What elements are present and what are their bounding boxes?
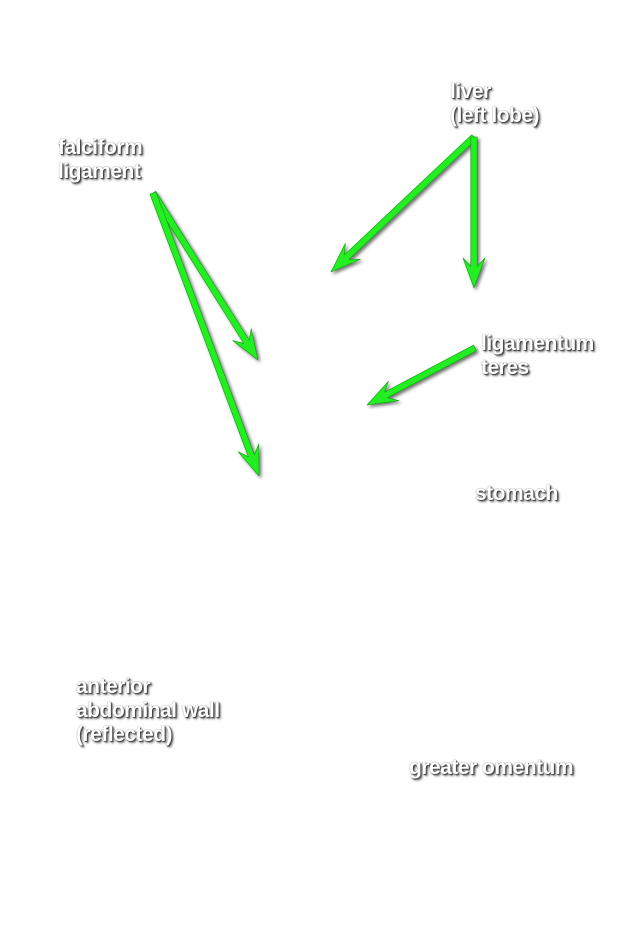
arrow-liver-1 [330, 134, 477, 273]
label-stomach: stomach [475, 482, 558, 506]
label-line: ligament [58, 160, 141, 183]
label-line: (left lobe) [450, 104, 540, 127]
arrow-teres [366, 344, 477, 406]
label-line: anterior [76, 675, 151, 698]
label-line: falciform [58, 136, 143, 159]
label-line: (reflected) [76, 723, 173, 746]
label-ligamentum-teres: ligamentum teres [481, 332, 594, 380]
arrow-falciform-2 [149, 191, 260, 477]
label-falciform-ligament: falciform ligament [58, 136, 143, 184]
arrow-falciform-1 [150, 191, 259, 361]
label-liver-left-lobe: liver (left lobe) [450, 80, 540, 128]
label-line: ligamentum [481, 332, 594, 355]
label-line: teres [481, 356, 529, 379]
label-line: liver [450, 80, 491, 103]
label-greater-omentum: greater omentum [409, 756, 574, 780]
label-line: abdominal wall [76, 699, 220, 722]
label-line: greater omentum [409, 756, 574, 779]
label-anterior-abdominal-wall: anterior abdominal wall (reflected) [76, 675, 220, 747]
label-line: stomach [475, 482, 558, 505]
arrow-liver-2 [462, 136, 486, 289]
